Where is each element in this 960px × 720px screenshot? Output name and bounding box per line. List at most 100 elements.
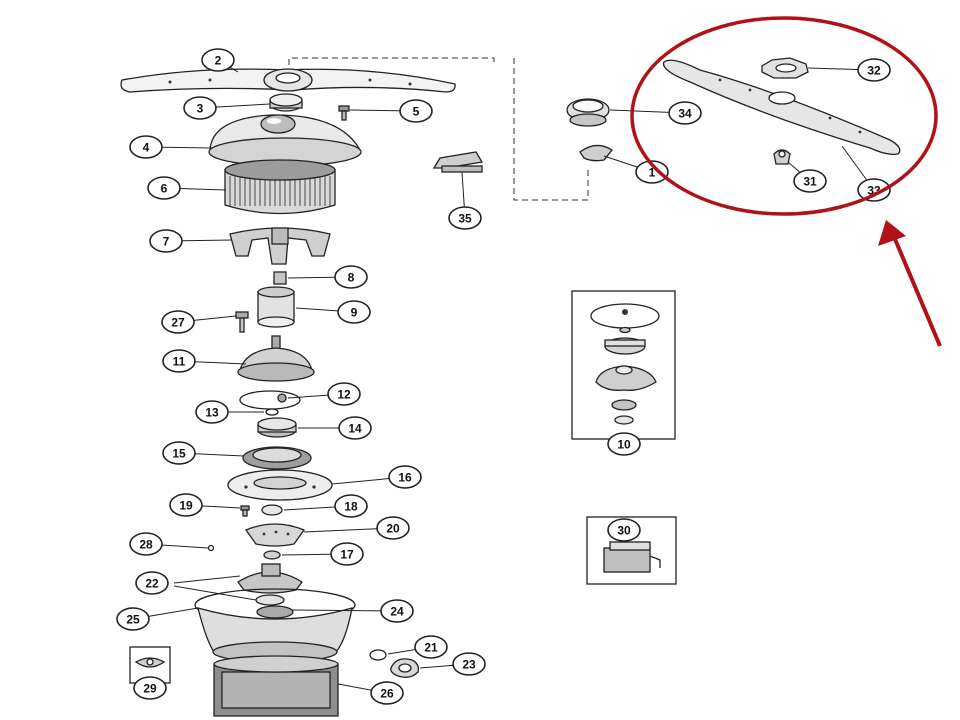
drain-motor-part	[213, 655, 339, 717]
bolt-part-27	[235, 311, 249, 333]
screw-part-5	[338, 105, 350, 121]
callout-31: 31	[793, 169, 827, 193]
callout-circle	[452, 652, 486, 676]
callout-20: 20	[376, 516, 410, 540]
callout-label: 31	[803, 175, 817, 189]
supply-line	[288, 57, 589, 201]
callout-circle	[793, 169, 827, 193]
callout-label: 35	[458, 212, 472, 226]
callout-1: 1	[635, 160, 669, 184]
callout-5: 5	[399, 99, 433, 123]
callout-circle	[337, 300, 371, 324]
callout-22: 22	[135, 571, 169, 595]
callout-layer: 1234567891011121314151617181920212223242…	[116, 48, 891, 705]
callout-label: 22	[145, 577, 159, 591]
o-ring-part-21	[369, 649, 387, 661]
spray-head-part-34	[566, 98, 610, 127]
callout-13: 13	[195, 400, 229, 424]
callout-circle	[376, 516, 410, 540]
callout-label: 20	[386, 522, 400, 536]
callout-28: 28	[129, 532, 163, 556]
callout-circle	[135, 571, 169, 595]
highlight-ellipse	[630, 16, 938, 216]
callout-circle	[414, 635, 448, 659]
callout-circle	[388, 465, 422, 489]
callout-circle	[380, 599, 414, 623]
callout-circle	[149, 229, 183, 253]
callout-circle	[129, 532, 163, 556]
clip-part-31	[773, 149, 791, 165]
o-ring-part-36	[239, 390, 301, 410]
callout-label: 34	[678, 107, 692, 121]
callout-circle	[161, 310, 195, 334]
callout-label: 24	[390, 605, 404, 619]
lower-spray-arm-part	[120, 68, 456, 93]
callout-circle	[448, 206, 482, 230]
callout-circle	[147, 176, 181, 200]
callout-17: 17	[330, 542, 364, 566]
callout-18: 18	[334, 494, 368, 518]
callout-circle	[116, 607, 150, 631]
callout-16: 16	[388, 465, 422, 489]
callout-21: 21	[414, 635, 448, 659]
callout-label: 6	[161, 182, 168, 196]
gasket-part-23	[390, 658, 420, 678]
washer-part-13	[265, 408, 279, 416]
screw-part-19	[240, 505, 250, 517]
leader-line-22	[173, 575, 241, 584]
callout-label: 17	[340, 548, 354, 562]
pump-plate-part	[227, 469, 333, 501]
callout-label: 27	[171, 316, 185, 330]
callout-circle	[334, 494, 368, 518]
callout-circle	[327, 382, 361, 406]
callout-circle	[370, 681, 404, 705]
callout-label: 3	[197, 102, 204, 116]
callout-14: 14	[338, 416, 372, 440]
callout-circle	[129, 135, 163, 159]
callout-circle	[133, 676, 167, 700]
callout-label: 5	[413, 105, 420, 119]
callout-24: 24	[380, 599, 414, 623]
ball-part-28	[207, 544, 215, 552]
callout-label: 8	[348, 271, 355, 285]
callout-35: 35	[448, 206, 482, 230]
callout-circle	[607, 432, 641, 456]
callout-8: 8	[334, 265, 368, 289]
highlight-annotation	[630, 16, 942, 347]
callout-label: 21	[424, 641, 438, 655]
callout-34: 34	[668, 101, 702, 125]
bracket-part-35	[432, 151, 484, 173]
callout-25: 25	[116, 607, 150, 631]
callout-label: 18	[344, 500, 358, 514]
callout-label: 30	[617, 524, 631, 538]
spray-arm-nut-part	[269, 93, 303, 112]
callout-23: 23	[452, 652, 486, 676]
callout-label: 15	[172, 447, 186, 461]
leader-line-22	[173, 585, 257, 601]
callout-label: 26	[380, 687, 394, 701]
callout-27: 27	[161, 310, 195, 334]
callout-6: 6	[147, 176, 181, 200]
callout-11: 11	[162, 349, 196, 373]
cylinder-part-9	[257, 286, 295, 328]
callout-label: 32	[867, 64, 881, 78]
nut-part-8	[273, 271, 287, 285]
chopper-blade-part	[244, 523, 306, 547]
callout-circle	[399, 99, 433, 123]
callout-label: 12	[337, 388, 351, 402]
callout-label: 19	[179, 499, 193, 513]
callout-circle	[857, 58, 891, 82]
callout-32: 32	[857, 58, 891, 82]
callout-label: 28	[139, 538, 153, 552]
callout-label: 2	[215, 54, 222, 68]
callout-circle	[857, 178, 891, 202]
callout-label: 29	[143, 682, 157, 696]
callout-circle	[607, 518, 641, 542]
callout-26: 26	[370, 681, 404, 705]
clip-part-1	[579, 144, 613, 162]
clip-part-18	[261, 504, 283, 516]
callout-4: 4	[129, 135, 163, 159]
callout-29: 29	[133, 676, 167, 700]
washer-part-17	[263, 550, 281, 560]
